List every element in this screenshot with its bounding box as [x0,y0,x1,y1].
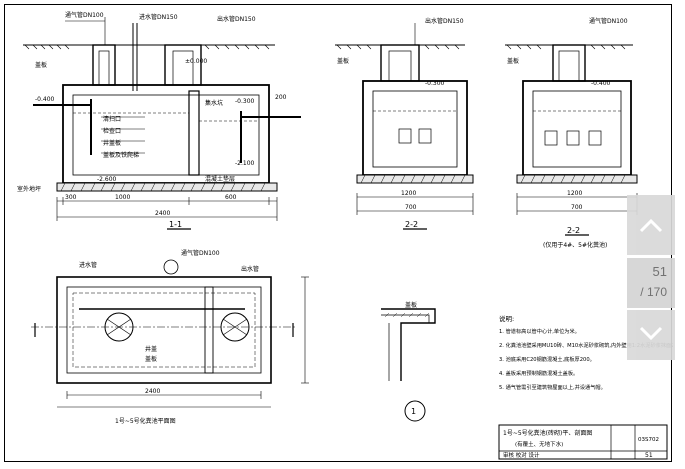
note-2: 2. 化粪池池壁采用MU10砖、M10水泥砂浆砌筑,内外壁用1:2水泥砂浆抹面2… [499,341,673,349]
detail-label-cover: 盖板 [405,301,417,309]
label-inlet-pipe: 进水管DN150 [139,13,178,21]
chevron-up-icon [639,218,663,233]
label-check: 检查口 [103,127,121,135]
dim-3: 300 [65,194,77,201]
detail-label-1: 1 [411,407,416,416]
total-pages: / 170 [640,285,667,299]
title-block-title: 1号~5号化粪池(砖砌)平、剖面图 [503,429,592,437]
section-2-2-a [335,23,474,230]
title-block [498,424,668,460]
label-cleanout: 清扫口 [103,115,121,123]
label-outlet-pipe: 出水管DN150 [217,15,256,23]
dim-1: 1000 [115,194,130,201]
page-up-button[interactable] [627,195,675,255]
engineering-drawing: 通气管DN100 进水管DN150 出水管DN150 盖板 清扫口 检查口 井盖… [17,11,673,460]
dim-2b-2: 700 [571,204,583,211]
level-2b: -0.400 [591,80,611,87]
level-bottom: -2.600 [97,176,117,183]
label-manhole: 井盖板 [103,139,121,147]
dim-2a-2: 700 [405,204,417,211]
section-1-1 [23,17,301,230]
plan-label-slab: 盖板 [145,355,157,363]
plan-label-inlet: 进水管 [79,261,97,269]
level-water: -2.100 [235,160,255,167]
dim-4: 600 [225,194,237,201]
note-5: 5. 通气管需引至建筑物屋面以上,并设通气帽。 [499,383,606,391]
title-block-subtitle: (有覆土、无地下水) [515,440,563,448]
label-2a-pipe: 出水管DN150 [425,17,464,25]
note-1: 1. 管道标高以管中心计,单位为米。 [499,327,580,335]
note-4: 4. 盖板采用预制钢筋混凝土盖板。 [499,369,578,377]
level-top: ±0.000 [185,58,207,65]
note-3: 3. 池底采用C20钢筋混凝土,底板厚200。 [499,355,595,363]
detail-1 [381,308,436,422]
label-2b-pipe: 通气管DN100 [589,17,628,25]
label-2a-cover: 盖板 [337,57,349,65]
section-label-1-1: 1-1 [169,220,182,229]
current-page: 51 [652,264,667,279]
plan-title: 1号~5号化粪池平面图 [115,417,176,425]
level-2a: -0.300 [425,80,445,87]
label-sump: 集水坑 [205,99,223,107]
plan-dim: 2400 [145,388,160,395]
dim-2a-1: 1200 [401,190,416,197]
section-label-2-2b: 2-2 [567,226,580,235]
section-label-2-2a: 2-2 [405,220,418,229]
plan-label-vent: 通气管DN100 [181,249,220,257]
label-2b-cover: 盖板 [507,57,519,65]
drawing-sheet: 通气管DN100 进水管DN150 出水管DN150 盖板 清扫口 检查口 井盖… [4,4,673,462]
title-block-atlas: 03S702 [638,437,659,443]
label-ground: 室外地坪 [17,185,41,193]
page-counter: 51 / 170 [627,258,675,308]
label-vent-pipe: 通气管DN100 [65,11,104,19]
plan-view [31,259,309,408]
label-ladder: 盖板及铁爬梯 [103,151,139,159]
notes-title: 说明: [499,314,514,323]
dim-2: 2400 [155,210,170,217]
title-block-page: 51 [645,452,653,459]
dim-2b-1: 1200 [567,190,582,197]
plan-label-cover: 井盖 [145,345,157,353]
label-bedding: 混凝土垫层 [205,175,235,183]
section-note: (仅用于4#、5#化粪池) [543,241,607,249]
level-inlet: -0.400 [35,96,55,103]
plan-label-outlet: 出水管 [241,265,259,273]
label-cover: 盖板 [35,61,47,69]
level-outlet: -0.300 [235,98,255,105]
dim-5: 200 [275,94,287,101]
title-block-review: 审核 校对 设计 [503,451,540,459]
chevron-down-icon [639,326,663,341]
page-down-button[interactable] [627,310,675,360]
